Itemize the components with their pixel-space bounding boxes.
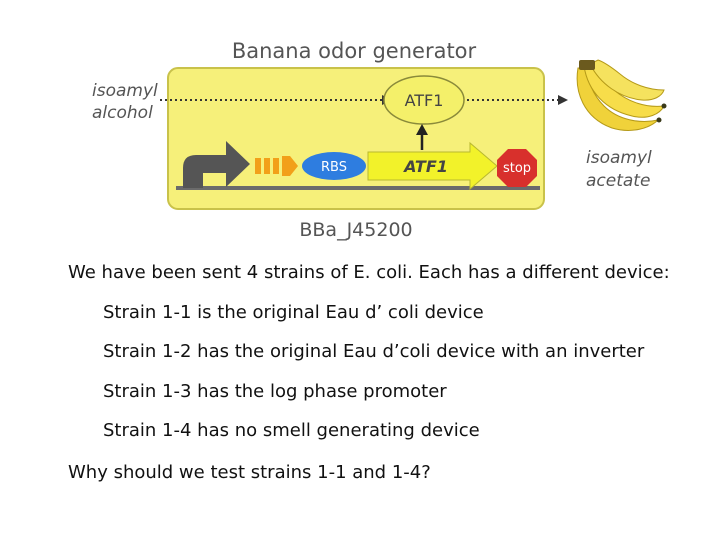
rbs-part	[302, 152, 366, 180]
question-text: Why should we test strains 1-1 and 1-4?	[68, 462, 431, 483]
intro-text: We have been sent 4 strains of E. coli. …	[68, 262, 670, 283]
expression-arrowhead	[416, 124, 428, 135]
rbs-label: RBS	[321, 160, 347, 175]
orange-part-2	[264, 158, 270, 174]
atf1-enzyme	[383, 75, 465, 125]
strain-item-3: Strain 1-3 has the log phase promoter	[103, 381, 447, 402]
stop-terminator	[497, 149, 537, 187]
banana-odor-diagram: Banana odor generator isoamyl alcohol AT…	[92, 39, 667, 241]
promoter-icon	[183, 141, 250, 188]
output-label-line2: acetate	[586, 171, 650, 191]
orange-part-1	[255, 158, 261, 174]
conversion-arrowhead-right	[558, 95, 568, 105]
strain-item-4: Strain 1-4 has no smell generating devic…	[103, 420, 480, 441]
atf1-gene-label: ATF1	[402, 157, 448, 176]
orange-arrow-part	[282, 156, 298, 176]
atf1-enzyme-label: ATF1	[405, 91, 444, 110]
diagram-title: Banana odor generator	[232, 39, 477, 63]
input-label-line1: isoamyl	[92, 81, 158, 101]
output-label-line1: isoamyl	[586, 148, 652, 168]
strain-item-2: Strain 1-2 has the original Eau d’coli d…	[103, 341, 645, 362]
stop-label: stop	[503, 161, 531, 176]
input-label-line2: alcohol	[92, 103, 153, 123]
atf1-gene	[367, 141, 498, 191]
strain-item-1: Strain 1-1 is the original Eau d’ coli d…	[103, 302, 484, 323]
part-id: BBa_J45200	[299, 219, 412, 241]
banana-icon	[576, 59, 667, 131]
orange-part-3	[273, 158, 279, 174]
